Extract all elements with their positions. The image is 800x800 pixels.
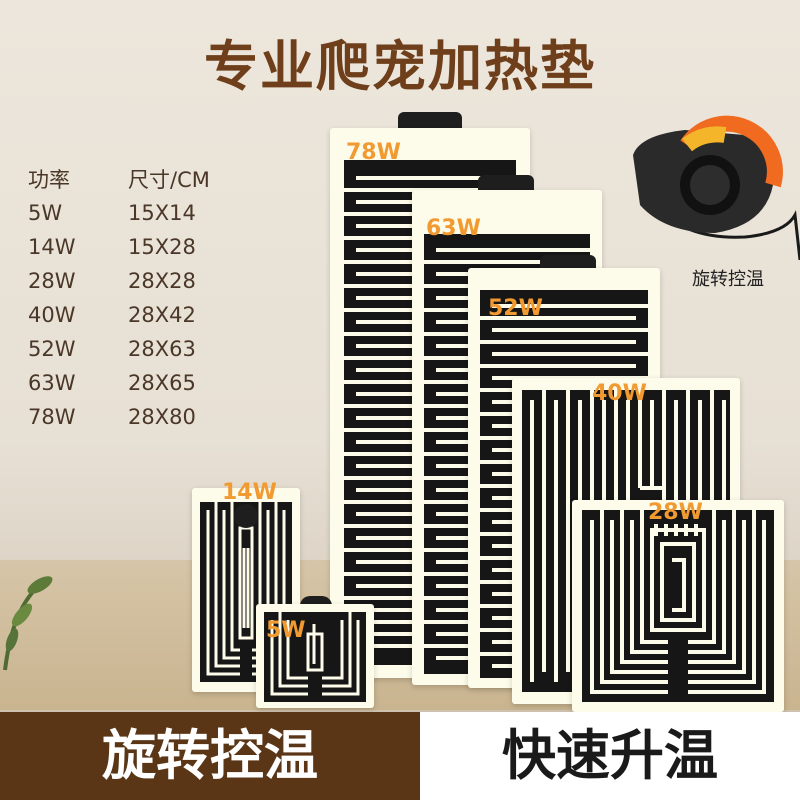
pad-label-40w: 40W	[592, 381, 647, 406]
spec-row: 40W 28X42	[28, 298, 248, 332]
spec-row: 63W 28X65	[28, 366, 248, 400]
spec-power: 28W	[28, 269, 76, 293]
spec-power: 52W	[28, 337, 76, 361]
header-size: 尺寸/CM	[128, 168, 210, 192]
spec-size: 28X80	[128, 405, 196, 429]
spec-size: 15X28	[128, 235, 196, 259]
plant-icon	[3, 576, 53, 671]
thermostat-controller-icon	[633, 115, 800, 260]
pad-label-28w: 28W	[648, 500, 703, 525]
spec-power: 40W	[28, 303, 76, 327]
spec-size: 15X14	[128, 201, 196, 225]
banner-rotary-control: 旋转控温	[0, 712, 420, 800]
pad-label-78w: 78W	[346, 140, 401, 165]
spec-size: 28X42	[128, 303, 196, 327]
spec-power: 63W	[28, 371, 76, 395]
controller-label: 旋转控温	[692, 269, 764, 290]
spec-size: 28X28	[128, 269, 196, 293]
spec-power: 5W	[28, 201, 63, 225]
spec-power: 14W	[28, 235, 76, 259]
spec-header-row: 功率 尺寸/CM	[28, 162, 248, 196]
spec-row: 52W 28X63	[28, 332, 248, 366]
spec-row: 14W 15X28	[28, 230, 248, 264]
spec-row: 78W 28X80	[28, 400, 248, 434]
spec-row: 28W 28X28	[28, 264, 248, 298]
page-title: 专业爬宠加热垫	[204, 35, 596, 98]
heat-pad-5w	[256, 604, 374, 708]
pad-label-52w: 52W	[488, 296, 543, 321]
pad-label-63w: 63W	[426, 216, 481, 241]
pad-label-5w: 5W	[266, 618, 306, 643]
spec-power: 78W	[28, 405, 76, 429]
pad-label-14w: 14W	[222, 480, 277, 505]
heat-pad-28w	[572, 500, 784, 712]
spec-row: 5W 15X14	[28, 196, 248, 230]
heating-lines-graphic	[264, 612, 366, 702]
spec-size: 28X63	[128, 337, 196, 361]
banner-fast-heating: 快速升温	[420, 712, 800, 800]
header-power: 功率	[28, 168, 70, 192]
spec-table: 功率 尺寸/CM 5W 15X14 14W 15X28 28W 28X28 40W 28…	[28, 162, 248, 434]
spec-size: 28X65	[128, 371, 196, 395]
heating-lines-graphic	[582, 510, 774, 702]
